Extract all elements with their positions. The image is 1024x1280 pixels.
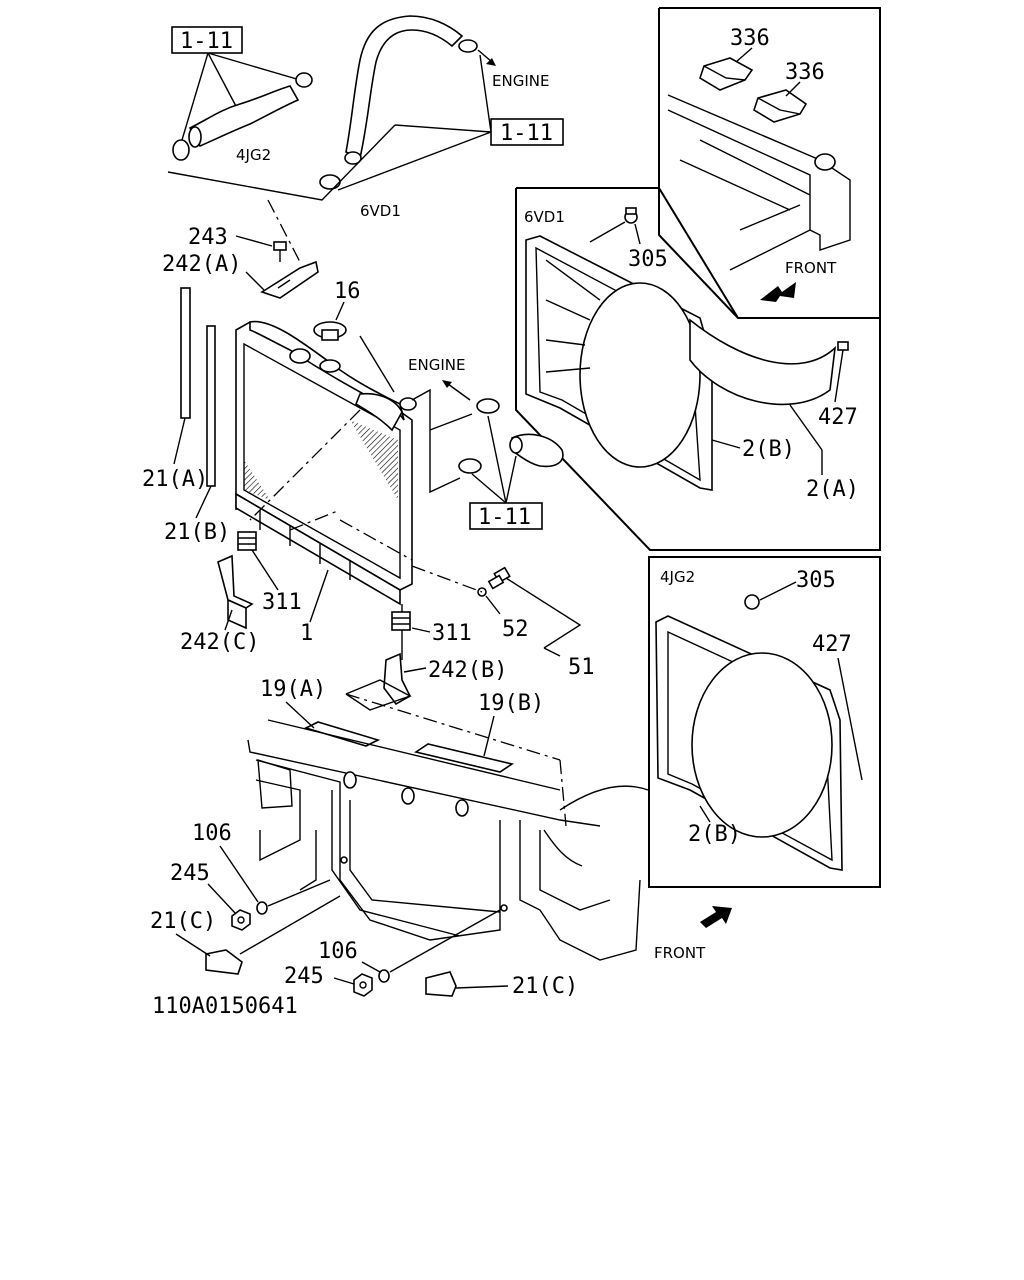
bracket-242b bbox=[383, 652, 412, 706]
callout-305-a: 305 bbox=[628, 247, 668, 272]
shroud-lower-2a bbox=[689, 318, 837, 406]
body-frame bbox=[247, 693, 649, 961]
callout-21c-a: 21(C) bbox=[150, 909, 216, 934]
callout-51: 51 bbox=[568, 655, 595, 680]
callout-245-b: 245 bbox=[284, 964, 324, 989]
bracket-242a bbox=[260, 260, 319, 299]
diagram-code: 110A0150641 bbox=[152, 994, 298, 1019]
svg-text:1-11: 1-11 bbox=[180, 29, 233, 54]
callout-21a: 21(A) bbox=[142, 467, 208, 492]
front-arrow-icon bbox=[760, 282, 796, 302]
drain-plug-51 bbox=[487, 566, 511, 590]
ref-tag-top-left: 1-11 bbox=[171, 26, 243, 54]
clamp-icon bbox=[172, 72, 313, 161]
label-variant-4jg2-inset: 4JG2 bbox=[660, 568, 695, 586]
callout-106-b: 106 bbox=[318, 939, 358, 964]
callout-1: 1 bbox=[300, 621, 313, 646]
bolt-305-b bbox=[744, 594, 760, 610]
callout-245-a: 245 bbox=[170, 861, 210, 886]
clip-427-a bbox=[837, 341, 849, 351]
hose-clamps-6vd1 bbox=[319, 39, 478, 190]
inset-top-right bbox=[658, 7, 881, 319]
callout-427-b: 427 bbox=[812, 632, 852, 657]
callout-19b: 19(B) bbox=[478, 691, 544, 716]
callout-2a: 2(A) bbox=[806, 477, 859, 502]
label-engine-top: ENGINE bbox=[492, 72, 549, 90]
callout-16: 16 bbox=[334, 279, 361, 304]
label-variant-4jg2-hose: 4JG2 bbox=[236, 146, 271, 164]
hose-4jg2 bbox=[188, 85, 300, 148]
callout-311-b: 311 bbox=[432, 621, 472, 646]
ref-tag-top-right: 1-11 bbox=[490, 118, 564, 146]
hose-lower bbox=[458, 398, 564, 474]
callout-305-b: 305 bbox=[796, 568, 836, 593]
radiator-cap-icon bbox=[313, 321, 347, 373]
label-front-inset: FRONT bbox=[785, 259, 837, 277]
bolt-305-a bbox=[624, 207, 638, 224]
callout-242c: 242(C) bbox=[180, 630, 259, 655]
callout-242b: 242(B) bbox=[428, 658, 507, 683]
inset-6vd1 bbox=[515, 187, 881, 551]
callout-52: 52 bbox=[502, 617, 529, 642]
callout-336-b: 336 bbox=[785, 60, 825, 85]
pad-19a bbox=[303, 721, 381, 747]
rubber-mount-311-b bbox=[391, 611, 411, 631]
callout-427-a: 427 bbox=[818, 405, 858, 430]
label-variant-6vd1-inset: 6VD1 bbox=[524, 208, 565, 226]
seal-21c-b bbox=[425, 971, 457, 997]
svg-text:1-11: 1-11 bbox=[478, 505, 531, 530]
radiator-core bbox=[235, 321, 413, 606]
engine-arrow-mid-icon bbox=[442, 380, 471, 401]
callout-2b-a: 2(B) bbox=[742, 437, 795, 462]
callout-311-a: 311 bbox=[262, 590, 302, 615]
callout-336-a: 336 bbox=[730, 26, 770, 51]
callout-2b-b: 2(B) bbox=[688, 822, 741, 847]
rubber-mount-311-a bbox=[237, 531, 257, 551]
fan-shroud-4jg2 bbox=[655, 615, 843, 871]
callout-21c-b: 21(C) bbox=[512, 974, 578, 999]
label-variant-6vd1-hose: 6VD1 bbox=[360, 202, 401, 220]
inset-4jg2 bbox=[648, 556, 881, 888]
washer-106-a bbox=[256, 901, 268, 915]
seal-21b bbox=[206, 325, 216, 487]
bolt-243 bbox=[273, 241, 287, 262]
hose-6vd1 bbox=[344, 15, 464, 165]
pad-336-right bbox=[753, 89, 808, 123]
label-engine-mid: ENGINE bbox=[408, 356, 465, 374]
ref-tag-mid: 1-11 bbox=[469, 502, 543, 530]
frame-crossmember bbox=[667, 94, 851, 271]
engine-arrow-icon bbox=[477, 49, 496, 66]
callout-242a: 242(A) bbox=[162, 252, 241, 277]
nut-245-b bbox=[353, 973, 373, 997]
callout-243: 243 bbox=[188, 225, 228, 250]
label-front-bottom: FRONT bbox=[654, 944, 706, 962]
svg-text:1-11: 1-11 bbox=[500, 121, 553, 146]
seal-21c-a bbox=[205, 949, 243, 975]
nut-245-a bbox=[231, 909, 251, 931]
callout-19a: 19(A) bbox=[260, 677, 326, 702]
callout-106-a: 106 bbox=[192, 821, 232, 846]
pad-336-left bbox=[699, 57, 754, 91]
fan-shroud-6vd1 bbox=[525, 235, 713, 491]
callout-21b: 21(B) bbox=[164, 520, 230, 545]
seal-21a bbox=[180, 287, 191, 419]
pad-19b bbox=[414, 743, 514, 773]
bracket-242c bbox=[217, 554, 254, 630]
front-arrow-bottom-icon bbox=[700, 906, 732, 928]
washer-106-b bbox=[378, 969, 390, 983]
